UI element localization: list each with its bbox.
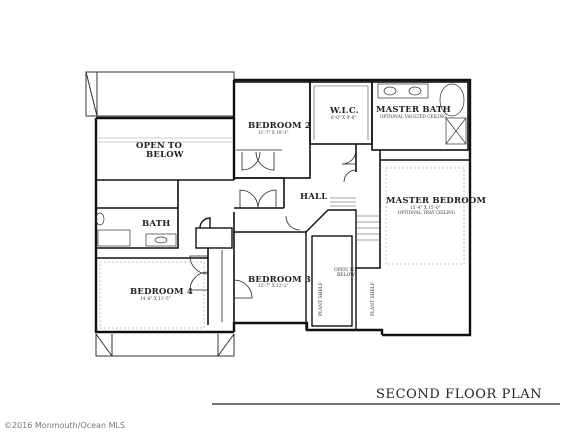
master-bedroom-tray-ceiling — [385, 167, 465, 265]
bedroom2-closet-doors — [236, 149, 282, 171]
bedroom2-label: BEDROOM 2 — [248, 121, 311, 131]
copyright-watermark: ©2016 Monmouth/Ocean MLS — [4, 421, 125, 430]
open-to-below-small-2: BELOW — [337, 272, 355, 278]
stair-treads — [330, 197, 380, 241]
roof-overhang-top — [85, 71, 235, 117]
bedroom4-label: BEDROOM 4 — [130, 287, 193, 297]
master-bath-note: OPTIONAL VAULTED CEILING — [380, 114, 447, 119]
hall-label: HALL — [300, 192, 327, 202]
exterior-walls — [94, 78, 472, 337]
master-bath-walls — [371, 81, 469, 151]
bedroom4-tray-ceiling — [99, 261, 205, 329]
bedroom4-closet-doors — [189, 250, 223, 322]
plant-shelf-left: PLANT SHELF — [318, 282, 324, 316]
stair-well — [305, 209, 357, 330]
bedroom3-walls — [233, 212, 306, 323]
master-bath-label: MASTER BATH — [376, 105, 451, 115]
roof-overhang-bottom — [95, 333, 235, 357]
bath-walls — [96, 179, 234, 249]
open-to-below-hatch — [98, 137, 232, 143]
bedroom3-door — [233, 215, 301, 299]
plan-title: SECOND FLOOR PLAN — [376, 387, 542, 402]
bedroom2-dims: 11'-7" X 10'-1" — [258, 130, 289, 135]
linen-closet — [195, 217, 233, 249]
hall-doors — [239, 149, 357, 209]
plant-shelf-right: PLANT SHELF — [370, 282, 376, 316]
open-to-below-label-1: OPEN TO — [136, 141, 183, 151]
wic-label: W.I.C. — [329, 106, 359, 116]
wic-dims: 8'-0" X 9'-0" — [331, 115, 356, 120]
master-bedroom-note: OPTIONAL TRAY CEILING — [398, 210, 456, 215]
bedroom4-dims: 14'-6" X 11'-5" — [140, 296, 171, 301]
bath-label: BATH — [142, 219, 170, 229]
open-to-below-small-1: OPEN TO — [334, 267, 356, 273]
bedroom3-label: BEDROOM 3 — [248, 275, 311, 285]
master-bedroom-walls — [356, 150, 470, 269]
open-to-below-label-2: BELOW — [146, 150, 184, 160]
wic-shelves — [313, 85, 369, 140]
bath-fixtures — [95, 212, 177, 247]
master-bedroom-dims: 15'-4" X 15'-0" — [410, 205, 441, 210]
bedroom3-dims: 12'-7" X 12'-2" — [258, 283, 289, 288]
master-bedroom-label: MASTER BEDROOM — [386, 196, 486, 206]
bedroom4-walls — [96, 248, 209, 325]
hall-walls — [234, 144, 357, 209]
master-bath-fixtures — [377, 83, 467, 145]
